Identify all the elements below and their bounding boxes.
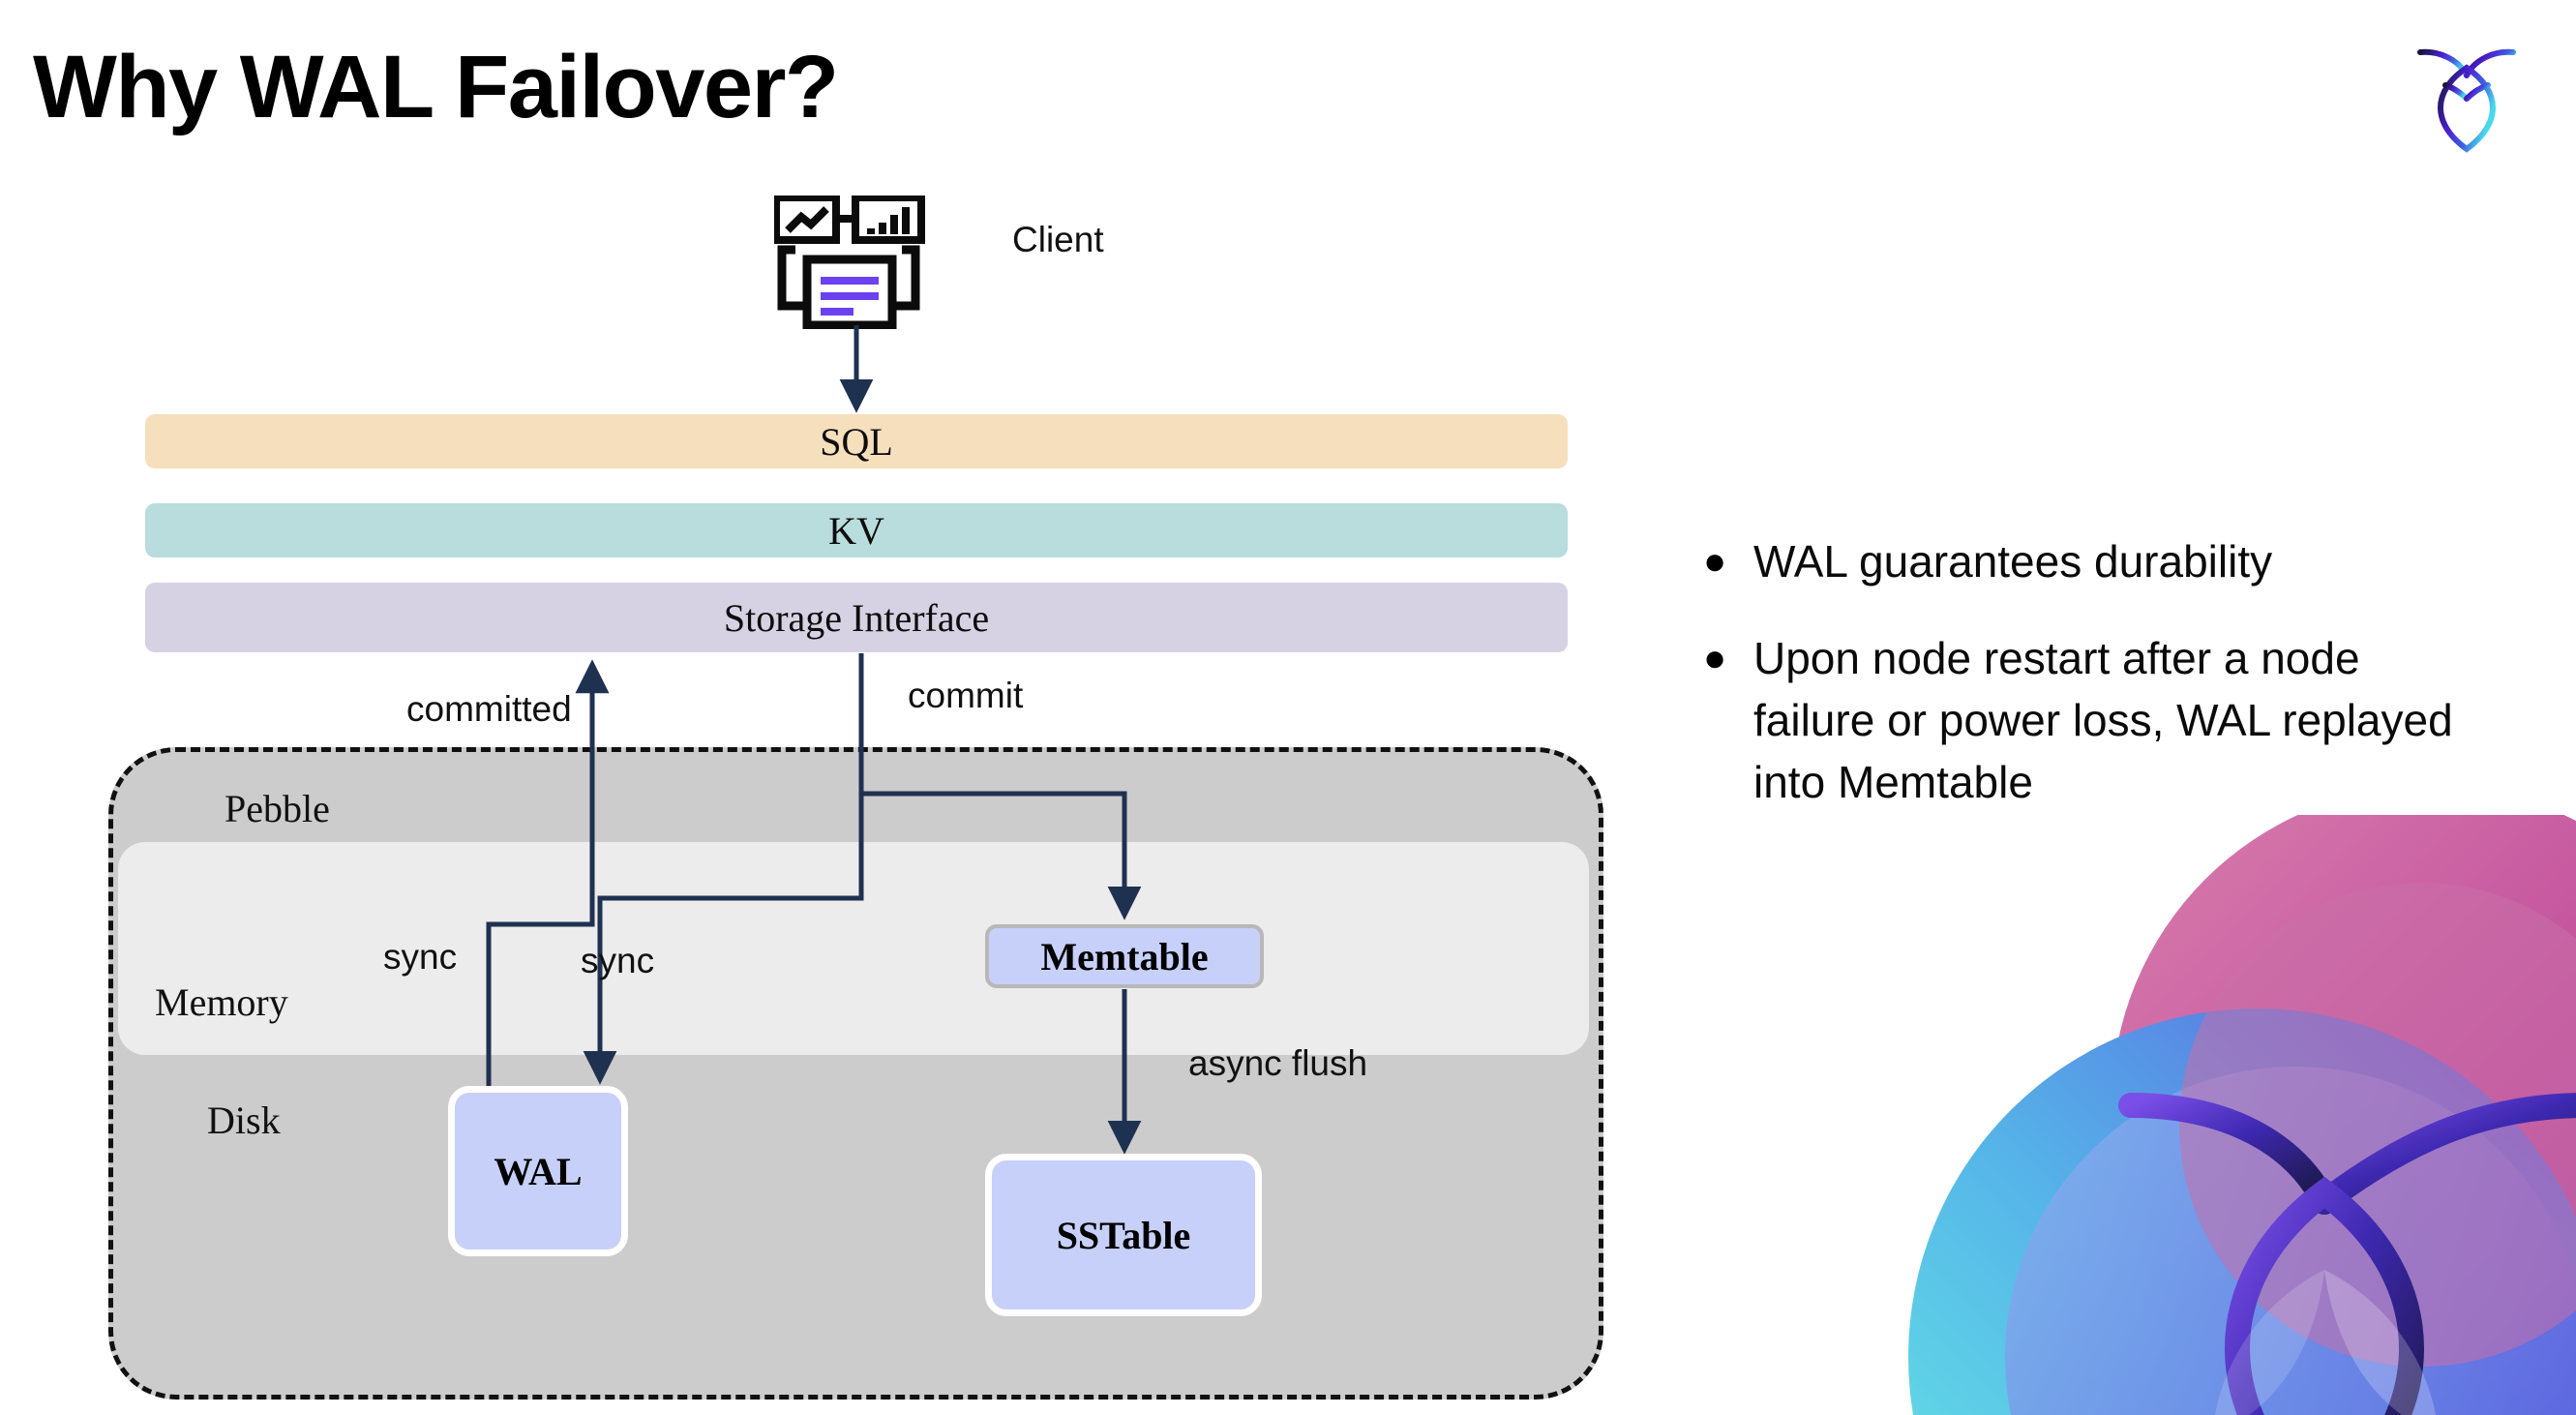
decorative-brand-graphic xyxy=(1841,815,2576,1415)
layer-bar-sql: SQL xyxy=(145,414,1568,468)
wal-architecture-diagram: Client SQL KV Storage Interface Pebble M… xyxy=(108,194,1603,1400)
edge-label-commit: commit xyxy=(908,676,1024,715)
pebble-label: Pebble xyxy=(225,787,330,830)
sstable-box: SSTable xyxy=(985,1154,1262,1316)
edge-label-async-flush: async flush xyxy=(1188,1043,1368,1083)
sstable-label: SSTable xyxy=(1056,1213,1191,1257)
client-label: Client xyxy=(1012,220,1104,259)
layer-bar-storage-interface: Storage Interface xyxy=(145,583,1568,652)
bullet-text: Upon node restart after a node failure o… xyxy=(1753,633,2453,807)
wal-label: WAL xyxy=(494,1149,583,1193)
page-title: Why WAL Failover? xyxy=(33,38,839,136)
memtable-box: Memtable xyxy=(985,924,1264,988)
layer-label-storage: Storage Interface xyxy=(723,595,990,640)
layer-bar-kv: KV xyxy=(145,503,1568,557)
bullet-list: ● WAL guarantees durability ● Upon node … xyxy=(1703,530,2468,848)
cockroachdb-logo xyxy=(2409,35,2525,161)
bullet-marker-icon: ● xyxy=(1703,540,1727,583)
memory-zone xyxy=(118,842,1589,1055)
memory-label: Memory xyxy=(155,980,288,1024)
list-item: ● WAL guarantees durability xyxy=(1703,530,2468,592)
layer-label-kv: KV xyxy=(828,508,884,553)
edge-label-sync-up: sync xyxy=(383,937,458,977)
disk-label: Disk xyxy=(207,1099,281,1142)
client-dashboard-icon xyxy=(772,194,925,330)
memtable-label: Memtable xyxy=(1040,934,1209,978)
bullet-marker-icon: ● xyxy=(1703,637,1727,679)
bullet-text: WAL guarantees durability xyxy=(1753,536,2273,587)
layer-label-sql: SQL xyxy=(820,419,893,464)
edge-label-committed: committed xyxy=(406,689,572,729)
edge-label-sync-down: sync xyxy=(581,941,655,980)
wal-box: WAL xyxy=(448,1086,628,1256)
list-item: ● Upon node restart after a node failure… xyxy=(1703,627,2468,813)
